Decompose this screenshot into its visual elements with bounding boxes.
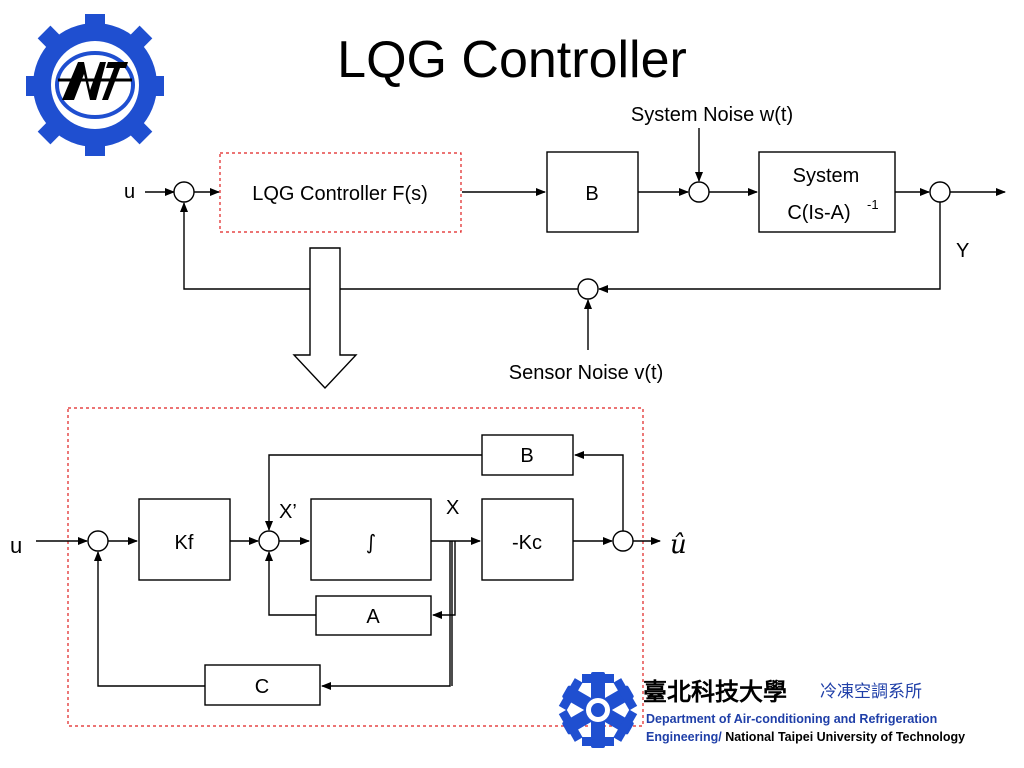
a-label: A [366, 606, 380, 628]
bottom-expanded-controller: u Kf X’ ∫ X -Kc û [10, 407, 687, 727]
top-b-block [546, 151, 639, 233]
top-input-label: u [124, 181, 135, 203]
university-english-name: National Taipei University of Technology [725, 730, 966, 744]
system-noise-junction [688, 181, 710, 203]
sensor-noise-junction [577, 278, 599, 300]
system-exponent: -1 [867, 197, 879, 212]
university-chinese-name: 臺北科技大學 [643, 678, 787, 706]
sensor-output-junction [929, 181, 951, 203]
c-label: C [255, 676, 269, 698]
system-label-line1: System [793, 165, 860, 187]
top-feedback-path [598, 202, 941, 293]
bottom-input-label: u [10, 533, 22, 558]
bottom-summing-junction-3 [612, 530, 634, 552]
department-english-line2: Engineering/ National Taipei University … [646, 730, 965, 744]
integrator-label: ∫ [366, 530, 376, 554]
lqg-controller-label: LQG Controller F(s) [252, 183, 428, 205]
department-english-line1: Department of Air-conditioning and Refri… [646, 712, 938, 726]
x-label: X [446, 497, 459, 519]
system-block [758, 151, 896, 233]
kf-block [138, 498, 231, 581]
kf-label: Kf [175, 532, 194, 554]
department-chinese-name: 冷凍空調系所 [820, 682, 922, 702]
top-loop: u LQG Controller F(s) B System Noise w(t… [124, 104, 1006, 384]
top-summing-junction [173, 181, 195, 203]
system-noise-label: System Noise w(t) [631, 104, 793, 126]
kc-label: -Kc [512, 532, 542, 554]
bottom-output-label: û [670, 530, 687, 560]
department-snowflake-logo [558, 672, 638, 748]
kc-block [481, 498, 574, 581]
bottom-summing-junction-1 [87, 530, 109, 552]
top-output-label: Y [956, 240, 969, 262]
xprime-label: X’ [279, 501, 297, 523]
bottom-b-label: B [520, 445, 533, 467]
system-label-line2: C(Is-A) [787, 202, 850, 224]
bottom-b-block [481, 434, 574, 476]
ntut-gear-logo [26, 14, 164, 156]
integrator-block [310, 498, 432, 581]
expanded-controller-box [67, 407, 644, 727]
lqg-controller-box [219, 152, 462, 233]
sensor-noise-label: Sensor Noise v(t) [509, 362, 664, 384]
department-english-line2-a: Engineering/ [646, 730, 722, 744]
c-block [204, 664, 321, 706]
expand-down-arrow [292, 247, 358, 390]
top-b-label: B [585, 183, 598, 205]
bottom-summing-junction-2 [258, 530, 280, 552]
slide-title: LQG Controller [337, 31, 687, 89]
